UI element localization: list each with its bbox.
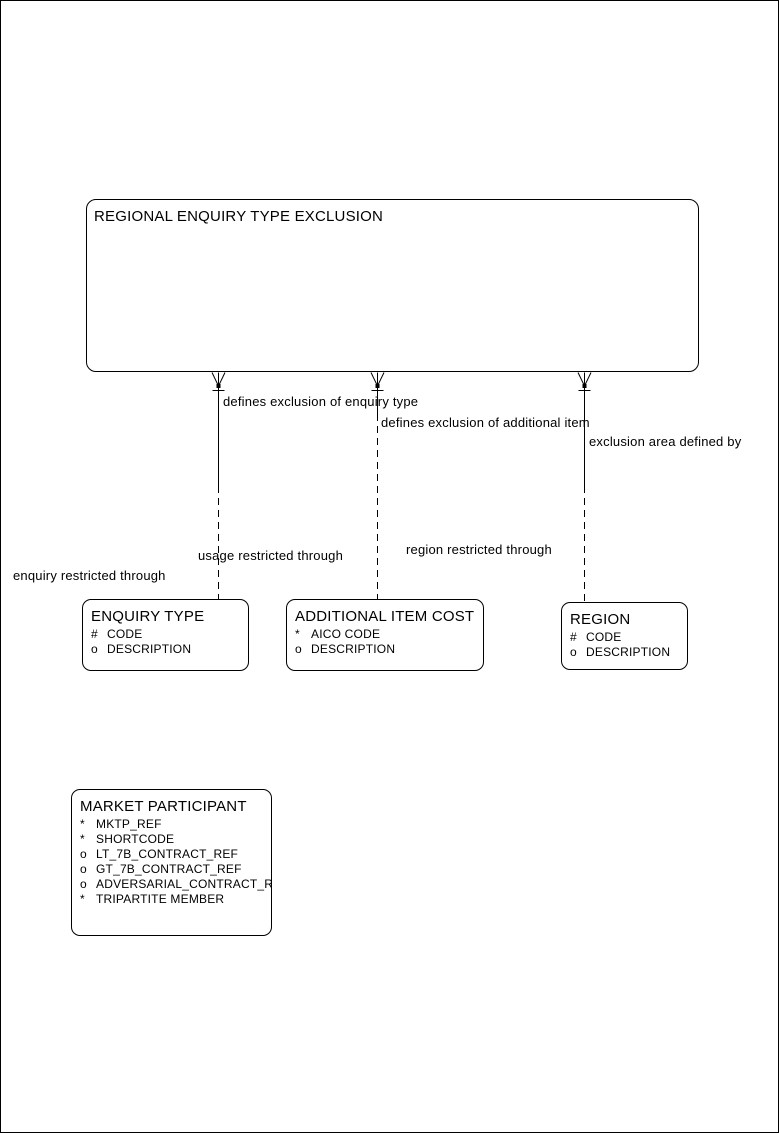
attribute-row: * TRIPARTITE MEMBER [80,892,271,907]
attribute-row: # CODE [91,627,248,642]
attribute-name: AICO CODE [311,627,381,641]
crowsfoot-icon [211,372,226,486]
attribute-name: TRIPARTITE MEMBER [96,892,225,906]
attribute-name: LT_7B_CONTRACT_REF [96,847,239,861]
entity-title: ENQUIRY TYPE [91,608,205,625]
relationship-label-exclusion-area-defined-by: exclusion area defined by [589,434,742,449]
entity-title: ADDITIONAL ITEM COST [295,608,475,625]
crowsfoot-dot-icon [375,384,380,388]
attribute-marker: * [80,817,85,831]
crowsfoot-dot-icon [216,384,221,388]
attribute-marker: o [80,862,87,876]
attribute-row: * MKTP_REF [80,817,271,832]
crowsfoot-dot-icon [582,384,587,388]
attribute-row: # CODE [570,630,687,645]
entity-title: REGIONAL ENQUIRY TYPE EXCLUSION [94,208,384,225]
entity-market-participant[interactable]: MARKET PARTICIPANT *MKTP_REF *SHORTCODE … [71,789,272,936]
attribute-name: GT_7B_CONTRACT_REF [96,862,242,876]
attribute-marker: o [80,877,87,891]
attribute-row: * SHORTCODE [80,832,271,847]
attribute-name: CODE [586,630,622,644]
attribute-row: o DESCRIPTION [91,642,248,657]
attribute-name: DESCRIPTION [311,642,396,656]
relationship-label-usage-restricted-through: usage restricted through [198,548,343,563]
attribute-row: * AICO CODE [295,627,483,642]
attribute-name: CODE [107,627,143,641]
entity-enquiry-type[interactable]: ENQUIRY TYPE # CODE o DESCRIPTION [82,599,249,671]
attribute-marker: # [91,627,98,641]
relationship-label-enquiry-restricted-through: enquiry restricted through [13,568,166,583]
attribute-row: o DESCRIPTION [570,645,687,660]
entity-title: MARKET PARTICIPANT [80,798,247,815]
relationship-label-defines-exclusion-of-additional-item: defines exclusion of additional item [381,415,590,430]
attribute-row: o GT_7B_CONTRACT_REF [80,862,271,877]
attribute-row: o ADVERSARIAL_CONTRACT_REF [80,877,271,892]
attribute-name: MKTP_REF [96,817,162,831]
attribute-row: o DESCRIPTION [295,642,483,657]
attribute-name: ADVERSARIAL_CONTRACT_REF [96,877,272,891]
relationship-label-region-restricted-through: region restricted through [406,542,552,557]
attribute-row: o LT_7B_CONTRACT_REF [80,847,271,862]
entity-region[interactable]: REGION # CODE o DESCRIPTION [561,602,688,670]
attribute-marker: * [295,627,300,641]
attribute-marker: o [295,642,302,656]
attribute-marker: * [80,892,85,906]
attribute-name: DESCRIPTION [586,645,671,659]
relationship-label-defines-exclusion-of-enquiry-type: defines exclusion of enquiry type [223,394,419,409]
attribute-marker: * [80,832,85,846]
entity-title: REGION [570,611,631,628]
attribute-marker: # [570,630,577,644]
attribute-name: DESCRIPTION [107,642,192,656]
entity-regional-enquiry-type-exclusion[interactable]: REGIONAL ENQUIRY TYPE EXCLUSION [86,199,699,372]
attribute-name: SHORTCODE [96,832,175,846]
attribute-marker: o [570,645,577,659]
entity-additional-item-cost[interactable]: ADDITIONAL ITEM COST * AICO CODE o DESCRIP… [286,599,484,671]
attribute-marker: o [80,847,87,861]
attribute-marker: o [91,642,98,656]
connector-region [577,372,592,602]
